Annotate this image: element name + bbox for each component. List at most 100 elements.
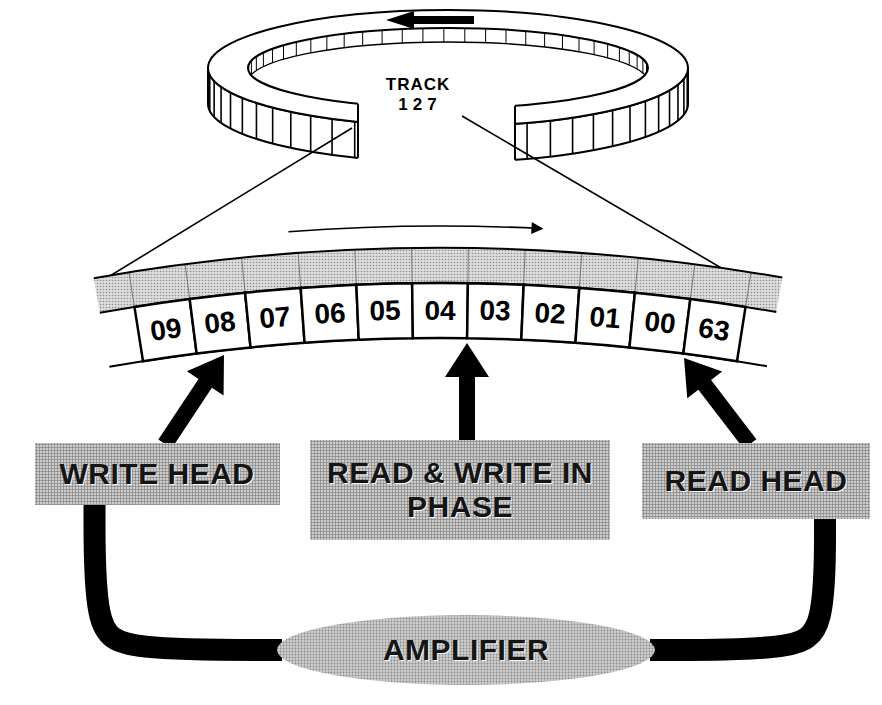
ring-segment-line — [290, 112, 292, 148]
ring-inner-segment — [382, 30, 383, 44]
node-label: WRITE HEAD — [60, 457, 255, 491]
ring-inner-segment — [629, 51, 630, 65]
ring-inner-segment — [248, 65, 249, 79]
track-band — [94, 248, 783, 367]
ring-inner-segment — [402, 29, 403, 43]
ring-inner-segment — [579, 38, 580, 52]
band-divider — [635, 258, 638, 293]
band-divider — [129, 272, 134, 307]
track-number: 127 — [398, 96, 441, 113]
ring-inner-segment — [283, 45, 284, 59]
band-divider — [690, 264, 694, 299]
node-label: AMPLIFIER — [383, 633, 549, 667]
ring-inner-segment — [505, 30, 506, 44]
ring-inner-segment — [422, 28, 423, 42]
head-arrow — [684, 358, 756, 449]
ring-segment-line — [612, 110, 614, 146]
ring-inner-segment — [326, 36, 327, 50]
ring-inner-segment — [544, 33, 545, 47]
ring-inner-wall — [248, 28, 648, 82]
ring-segment-line — [310, 116, 312, 152]
head-arrow — [158, 355, 224, 448]
node-label: READ HEAD — [665, 464, 848, 498]
ring-segment-line — [220, 87, 222, 123]
ring-cut-edge — [357, 104, 359, 158]
ring-inner-segment — [296, 42, 297, 56]
ring-inner-segment — [272, 49, 273, 63]
cell-number: 06 — [314, 299, 347, 329]
band-divider — [524, 250, 525, 285]
storage-cell — [245, 288, 304, 347]
band-divider — [355, 250, 356, 285]
storage-cell — [190, 293, 251, 354]
amplifier-ellipse: AMPLIFIER — [276, 614, 656, 686]
ring-inner-segment — [562, 35, 563, 49]
band-divider — [467, 248, 468, 283]
ring-segment-line — [658, 96, 660, 132]
storage-cell — [412, 283, 468, 338]
rotation-arrow — [386, 11, 474, 29]
ring-segment-line — [677, 85, 679, 121]
ring-inner-segment — [362, 32, 363, 46]
ring-segment-line — [593, 114, 595, 150]
cell-number: 02 — [534, 299, 567, 329]
cell-number: 03 — [479, 297, 511, 326]
cell-number: 04 — [424, 297, 455, 325]
ring-segment-line — [669, 90, 671, 126]
direction-arrow — [288, 226, 541, 232]
band-divider — [242, 258, 245, 293]
band-divider — [185, 264, 189, 299]
head-box: READ HEAD — [642, 443, 870, 519]
cell-number: 09 — [149, 314, 184, 346]
node-label: READ & WRITE IN PHASE — [326, 456, 594, 523]
ring-cut-edge — [514, 106, 516, 160]
cell-number: 08 — [203, 307, 237, 338]
band-divider — [746, 272, 751, 307]
band-edge — [94, 248, 783, 278]
track-label: TRACK — [386, 76, 451, 93]
ring-segment-line — [213, 81, 215, 117]
band-divider — [579, 253, 581, 288]
ring-segment-line — [354, 121, 356, 157]
signal-wire — [650, 517, 825, 650]
ring-segment-line — [331, 119, 333, 155]
ring-inner-segment — [525, 31, 526, 45]
storage-cell — [301, 285, 359, 343]
ring-inner-segment — [594, 41, 595, 55]
storage-cell — [575, 288, 634, 347]
cell-number: 01 — [588, 302, 621, 333]
storage-cell — [467, 283, 524, 340]
signal-wire — [95, 503, 283, 650]
cell-number: 63 — [697, 314, 732, 346]
ring-segment-line — [683, 79, 685, 115]
ring-inner-segment — [310, 39, 311, 53]
band-divider — [298, 253, 300, 288]
ring-inner-segment — [251, 61, 252, 75]
drum-ring — [208, 10, 688, 175]
ring-segment-line — [209, 75, 211, 111]
head-arrow — [445, 343, 489, 441]
cell-number: 00 — [642, 307, 676, 338]
ring-inner-segment — [646, 63, 647, 77]
ring-segment-line — [272, 108, 274, 144]
ring-inner-segment — [464, 28, 465, 42]
ring-inner-segment — [642, 59, 643, 73]
ring-inner-segment — [263, 53, 264, 67]
ring-segment-line — [230, 93, 232, 129]
storage-cell — [521, 285, 579, 343]
ring-inner-segment — [607, 44, 608, 58]
ring-segment-line — [242, 98, 244, 134]
ring-segment-line — [686, 73, 688, 109]
head-box: READ & WRITE IN PHASE — [310, 440, 610, 540]
ring-inner-segment — [637, 55, 638, 69]
ring-segment-line — [572, 118, 574, 154]
amplifier-shape — [277, 615, 655, 685]
storage-cell — [629, 293, 690, 354]
ring-gap — [358, 95, 515, 175]
cell-number: 07 — [258, 302, 291, 333]
storage-cell — [683, 299, 745, 361]
ring-inner-segment — [619, 47, 620, 61]
ring-segment-line — [629, 106, 631, 142]
ring-inner-segment — [443, 28, 444, 42]
